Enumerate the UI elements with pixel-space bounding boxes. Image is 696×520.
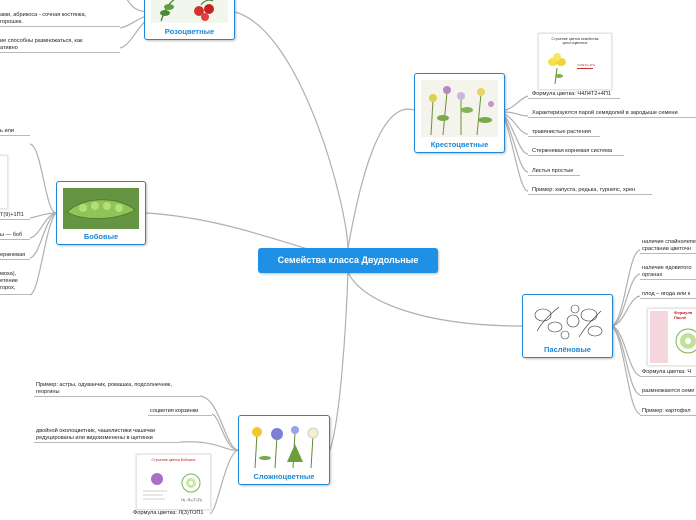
- node-rosaceae[interactable]: Розоцветные: [144, 0, 235, 40]
- svg-text:Ч4Л4Т2+4П1: Ч4Л4Т2+4П1: [577, 63, 595, 67]
- solanaceae-leaf-example[interactable]: Пример: картофел: [642, 408, 691, 414]
- fabaceae-leaf-line-2: [0, 219, 30, 220]
- asteraceae-leaf-perianth-b: редуцированы или видоизменены в щетинки: [36, 435, 153, 441]
- asteraceae-leaf-inflorescence[interactable]: соцветия корзинки: [150, 408, 199, 414]
- node-solanaceae[interactable]: Паслёновые: [522, 294, 613, 358]
- solanaceae-leaf-line-3: [640, 298, 696, 299]
- rosaceae-leaf-2b: ативно: [0, 45, 18, 51]
- node-asteraceae[interactable]: Сложноцветные: [238, 415, 330, 485]
- central-topic[interactable]: Семейства класса Двудольные: [258, 248, 438, 273]
- asteraceae-thumbnail[interactable]: Строение цветка Бобовых Ч₀₋Л₍₅₎Т₅П₁: [136, 454, 211, 510]
- asteraceae-leaf-example-a[interactable]: Пример: астры, одуванчик, ромашка, подсо…: [36, 382, 172, 388]
- fabaceae-leaf-formula[interactable]: Т(9)+1П1: [0, 212, 24, 218]
- brassicaceae-leaf-leaves[interactable]: Листья простые: [532, 168, 574, 174]
- fabaceae-thumbnail[interactable]: [0, 155, 8, 209]
- solanaceae-leaf-line-5: [640, 395, 696, 396]
- solanaceae-thumbnail[interactable]: Формула Паслё: [647, 308, 696, 366]
- fabaceae-leaf-fruit[interactable]: ы — боб: [0, 232, 23, 238]
- solanaceae-leaf-line-6: [640, 415, 696, 416]
- solanaceae-leaf-line-1: [640, 253, 696, 254]
- fabaceae-leaf-line-4: [0, 259, 30, 260]
- solanaceae-leaf-3[interactable]: плод – ягода или к: [642, 291, 691, 297]
- solanaceae-title: Паслёновые: [544, 345, 591, 354]
- rosaceae-leaf-1[interactable]: ами, абрикоса - сочная костянка,: [0, 12, 87, 18]
- brassicaceae-title: Крестоцветные: [430, 140, 489, 149]
- solanaceae-leaf-1b: срастании цветочн: [642, 246, 691, 252]
- rosaceae-leaf-line-2: [0, 52, 120, 53]
- brassicaceae-leaf-line-5: [528, 194, 652, 195]
- fabaceae-leaf-1[interactable]: ь или: [0, 128, 14, 134]
- brassicaceae-leaf-line-4: [528, 175, 580, 176]
- solanaceae-image: [529, 301, 606, 342]
- brassicaceae-leaf-line-3: [528, 155, 624, 156]
- rosaceae-leaf-1b: горошек.: [0, 19, 23, 25]
- asteraceae-title: Сложноцветные: [253, 472, 315, 481]
- solanaceae-leaf-formula[interactable]: Формула цветка: Ч: [642, 369, 692, 375]
- svg-text:Ч₀₋Л₍₅₎Т₅П₁: Ч₀₋Л₍₅₎Т₅П₁: [181, 497, 203, 502]
- solanaceae-leaf-line-2: [640, 279, 696, 280]
- fabaceae-leaf-5b: етение: [0, 278, 18, 284]
- brassicaceae-leaf-herbaceous[interactable]: травянистые растения: [532, 129, 591, 135]
- fabaceae-leaf-5a[interactable]: моха),: [0, 271, 17, 277]
- asteraceae-leaf-line-2: [148, 415, 212, 416]
- asteraceae-image: [245, 422, 323, 469]
- brassicaceae-leaf-line-2: [528, 136, 600, 137]
- rosaceae-leaf-2[interactable]: ие способны размножаться, как: [0, 38, 83, 44]
- rosaceae-image: [151, 0, 228, 24]
- fabaceae-image: [63, 188, 139, 229]
- solanaceae-leaf-2b: органах: [642, 272, 663, 278]
- fabaceae-leaf-5c: горох,: [0, 285, 16, 291]
- solanaceae-thumb-title: Формула Паслё: [674, 310, 693, 320]
- solanaceae-leaf-line-4: [640, 376, 696, 377]
- fabaceae-title: Бобовые: [83, 232, 119, 241]
- flower-formula-icon: [650, 311, 696, 363]
- brassicaceae-leaf-formula[interactable]: Формула цветка: Ч4Л4Т2+4П1: [532, 91, 612, 97]
- fabaceae-leaf-line-1: [0, 135, 30, 136]
- brassicaceae-leaf-root[interactable]: Стержневая корневая система: [532, 148, 613, 154]
- asteraceae-leaf-line-3: [34, 442, 180, 443]
- flower-structure-icon: Ч₀₋Л₍₅₎Т₅П₁: [143, 473, 203, 502]
- fabaceae-leaf-root[interactable]: ержневая: [0, 252, 26, 258]
- asteraceae-leaf-example-b: георгины: [36, 389, 60, 395]
- fabaceae-leaf-line-3: [0, 239, 30, 240]
- solanaceae-leaf-2a[interactable]: наличие ядовитого: [642, 265, 692, 271]
- solanaceae-leaf-seeds[interactable]: размножаются семе: [642, 388, 695, 394]
- brassicaceae-image: [421, 80, 498, 137]
- brassicaceae-thumb-title: Строение цветка семейства крестоцветных: [551, 37, 599, 45]
- flower-diagram-icon: Ч4Л4Т2+4П1: [548, 53, 595, 85]
- asteraceae-thumb-title: Строение цветка Бобовых: [151, 458, 196, 462]
- node-brassicaceae[interactable]: Крестоцветные: [414, 73, 505, 153]
- brassicaceae-leaf-line-1: [528, 117, 696, 118]
- brassicaceae-leaf-example[interactable]: Пример: капуста, редька, турнепс, хрен: [532, 187, 636, 193]
- rosaceae-title: Розоцветные: [164, 27, 215, 36]
- brassicaceae-thumbnail[interactable]: Строение цветка семейства крестоцветных …: [538, 33, 612, 90]
- solanaceae-leaf-1a[interactable]: наличие спайнолепе: [642, 239, 696, 245]
- brassicaceae-leaf-line-0: [528, 98, 620, 99]
- rosaceae-leaf-line-1: [0, 26, 120, 27]
- asteraceae-leaf-line-1: [34, 396, 200, 397]
- asteraceae-leaf-formula[interactable]: Формула цветка: Л(3)ТОП1: [133, 510, 204, 516]
- node-fabaceae[interactable]: Бобовые: [56, 181, 146, 245]
- fabaceae-leaf-line-5: [0, 294, 30, 295]
- brassicaceae-leaf-cotyledons[interactable]: Характеризуются парой семядолей в зароды…: [532, 110, 678, 116]
- asteraceae-leaf-perianth-a[interactable]: двойной околоцветник, чашелистики чашечк…: [36, 428, 156, 434]
